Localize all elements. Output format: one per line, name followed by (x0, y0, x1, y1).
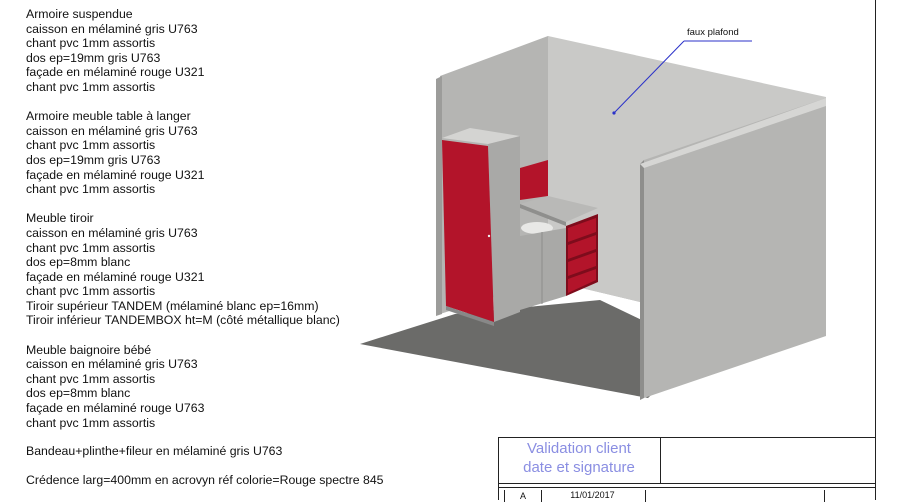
callout-leader (613, 40, 685, 114)
spec-line: chant pvc 1mm assortis (26, 284, 156, 299)
left-wall-edge (436, 76, 442, 316)
spec-line: chant pvc 1mm assortis (26, 240, 156, 255)
spec-line: façade en mélaminé rouge U321 (26, 167, 205, 182)
callout-faux-plafond: faux plafond (687, 27, 739, 38)
back-wall-face (548, 36, 826, 302)
spec-line: dos ep=8mm blanc (26, 255, 131, 270)
revision-cell: A (504, 490, 542, 502)
revision-label: A (519, 491, 526, 501)
frame-border (875, 0, 876, 500)
spec-line: façade en mélaminé rouge U321 (26, 65, 205, 80)
wardrobe-front (442, 140, 494, 322)
wardrobe-handle (487, 234, 491, 238)
wardrobe-side (488, 136, 520, 322)
spec-line: caisson en mélaminé gris U763 (26, 357, 198, 372)
spec-block-title: Meuble tiroir (26, 211, 94, 226)
right-wall (644, 98, 826, 398)
cabinet-front (520, 228, 566, 310)
right-wall-top (640, 98, 826, 168)
countertop-edge (520, 204, 566, 226)
date-label: 11/01/2017 (570, 490, 615, 500)
wardrobe-top (442, 128, 520, 144)
validation-title-line1: Validation client (527, 440, 631, 457)
note-bandeau: Bandeau+plinthe+fileur en mélaminé gris … (26, 444, 283, 458)
spec-line: caisson en mélaminé gris U763 (26, 21, 198, 36)
spec-line: façade en mélaminé rouge U321 (26, 269, 205, 284)
spec-line: chant pvc 1mm assortis (26, 79, 156, 94)
wardrobe-plinth (446, 306, 494, 326)
spec-line: façade en mélaminé rouge U763 (26, 401, 205, 416)
validation-title: Validation client date et signature (498, 439, 660, 477)
spec-block-title: Meuble baignoire bébé (26, 342, 152, 357)
validation-title-line2: date et signature (523, 459, 635, 476)
callout-dot (612, 111, 616, 115)
spec-line: chant pvc 1mm assortis (26, 138, 156, 153)
spec-line: caisson en mélaminé gris U763 (26, 225, 198, 240)
spec-line: Tiroir inférieur TANDEMBOX ht=M (côté mé… (26, 313, 340, 328)
spec-line: chant pvc 1mm assortis (26, 371, 156, 386)
floor (360, 300, 700, 398)
date-cell: 11/01/2017 (540, 490, 646, 502)
credence (520, 160, 548, 200)
spec-line: dos ep=19mm gris U763 (26, 152, 161, 167)
spec-line: Tiroir supérieur TANDEM (mélaminé blanc … (26, 298, 319, 313)
right-wall-edge (640, 160, 644, 400)
spec-line: chant pvc 1mm assortis (26, 36, 156, 51)
spec-line: chant pvc 1mm assortis (26, 182, 156, 197)
validation-table: Validation client date et signature A 11… (498, 437, 875, 502)
spec-line: dos ep=8mm blanc (26, 386, 131, 401)
spec-line: caisson en mélaminé gris U763 (26, 123, 198, 138)
countertop (520, 196, 598, 222)
note-credence: Crédence larg=400mm en acrovyn réf color… (26, 473, 384, 487)
table-divider (824, 490, 825, 502)
spec-line: dos ep=19mm gris U763 (26, 50, 161, 65)
sink (521, 222, 553, 234)
spec-block-title: Armoire meuble table à langer (26, 109, 191, 124)
spec-line: chant pvc 1mm assortis (26, 415, 156, 430)
spec-block-title: Armoire suspendue (26, 7, 133, 21)
